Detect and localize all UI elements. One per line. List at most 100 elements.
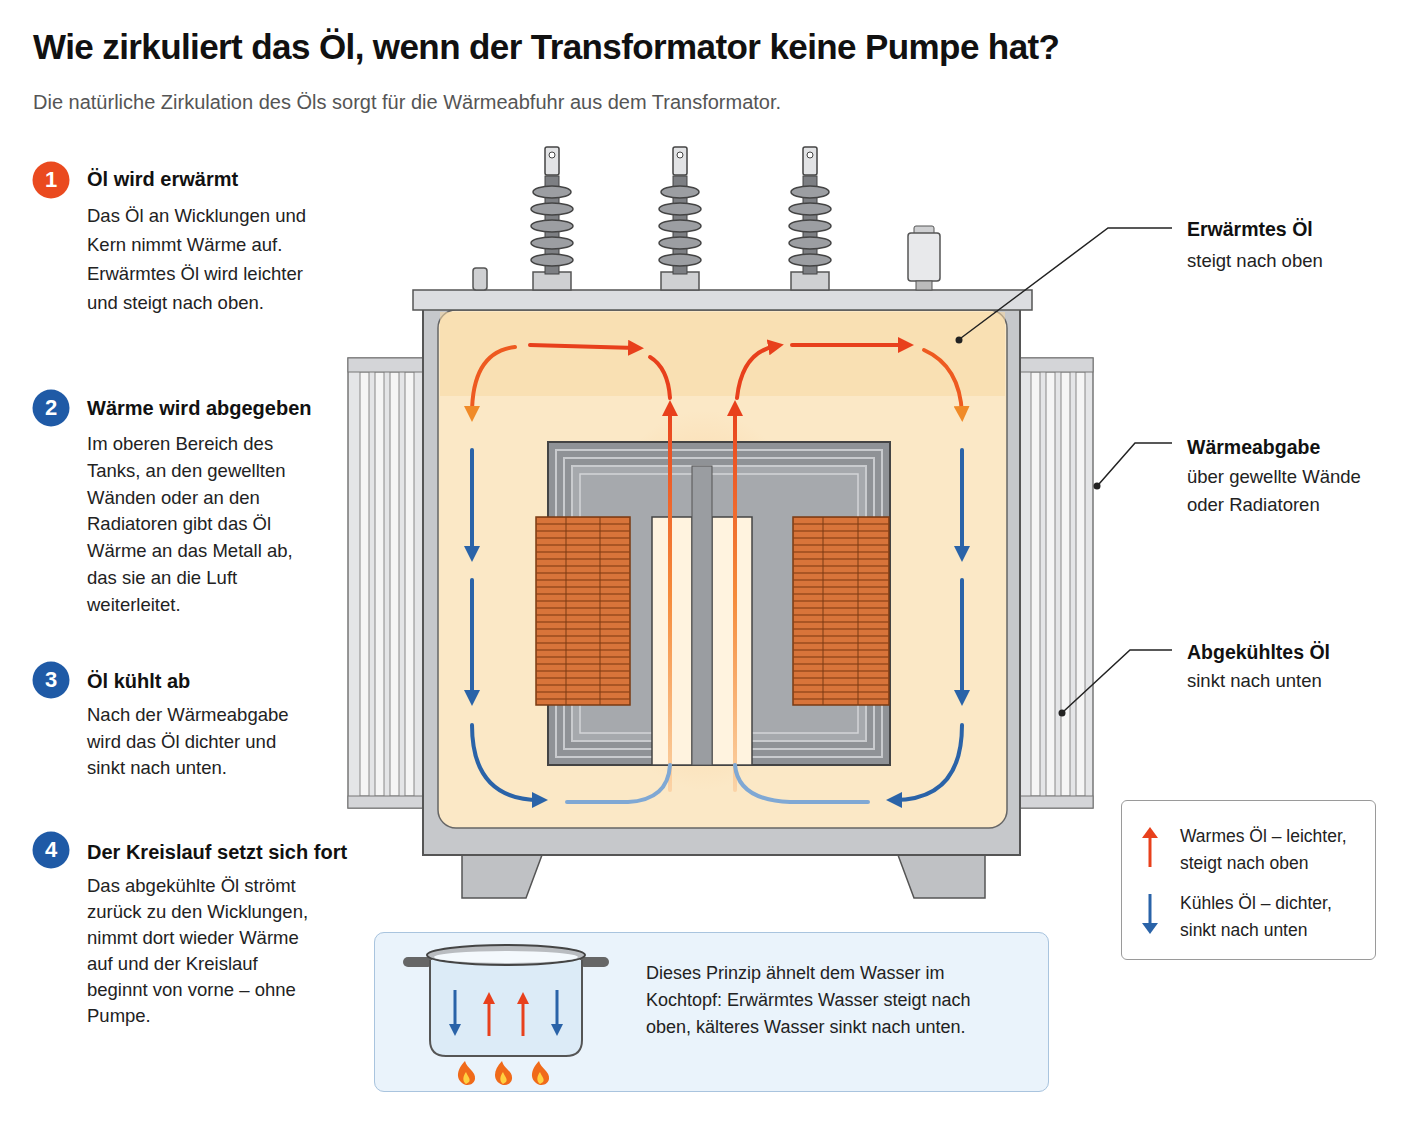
legend-arrow-shaft [1149, 835, 1152, 867]
step-heading: Wärme wird abgegeben [87, 395, 312, 421]
fill-cap [473, 268, 487, 290]
flame-core [500, 1072, 506, 1084]
radiator-right [1020, 358, 1093, 808]
leader-lines [961, 228, 1172, 711]
flame [458, 1061, 475, 1085]
callout-text: steigt nach oben [1187, 248, 1323, 274]
callout-heading: Erwärmtes Öl [1187, 216, 1313, 242]
warm-flow-arrow [472, 347, 515, 414]
cooking-pot [403, 945, 609, 1085]
copper-winding [793, 517, 889, 705]
warm-oil-layer [440, 312, 1005, 396]
cool-flow-arrow [894, 725, 962, 800]
radiator-header [348, 796, 423, 808]
step-heading: Der Kreislauf setzt sich fort [87, 839, 347, 865]
callout-text: sinkt nach unten [1187, 668, 1322, 694]
core-center-leg [692, 466, 712, 765]
step-number: 4 [32, 831, 70, 869]
bushing [789, 147, 831, 290]
flame-core [463, 1072, 469, 1084]
cool-flow-arrow [567, 765, 670, 802]
step-text: Im oberen Bereich des Tanks, an den gewe… [87, 431, 297, 619]
pot-handle [579, 957, 609, 967]
legend-arrow-head [1142, 923, 1158, 934]
pot-body [430, 960, 582, 1056]
pot-handle [403, 957, 433, 967]
cool-flow-arrow [472, 725, 540, 800]
cool-flow-arrow [735, 765, 868, 802]
bushing [659, 147, 701, 290]
legend-row: Warmes Öl – leichter, steigt nach oben [1122, 823, 1372, 877]
pot-warm-arrow [522, 998, 525, 1036]
winding-divider [823, 517, 858, 705]
circle-shape [33, 832, 70, 869]
leader-line [1064, 650, 1172, 711]
breather-base [916, 281, 932, 290]
radiator-left [348, 358, 423, 808]
number-text: 4 [32, 831, 70, 869]
warm-flow-arrow [668, 408, 672, 790]
radiator-fin [1076, 372, 1085, 796]
flow-arrows [472, 345, 962, 802]
number-text: 1 [32, 161, 70, 199]
callout-heading: Abgekühltes Öl [1187, 639, 1330, 665]
breather [908, 233, 940, 281]
number-text: 2 [32, 389, 70, 427]
legend-row: Kühles Öl – dichter, sinkt nach unten [1122, 890, 1372, 944]
step-number: 2 [32, 389, 70, 427]
radiator-fin [1031, 372, 1040, 796]
radiator-fin [405, 372, 414, 796]
flame-core [537, 1072, 543, 1084]
tank-lid [413, 290, 1032, 310]
legend-arrow-head [1142, 827, 1158, 838]
step-heading: Öl wird erwärmt [87, 166, 238, 192]
legend-text: Kühles Öl – dichter, sinkt nach unten [1180, 890, 1365, 944]
analogy-box: Dieses Prinzip ähnelt dem Wasser im Koch… [374, 932, 1049, 1092]
radiator-header [1020, 796, 1093, 808]
tank-body [423, 305, 1020, 855]
box-text-wrap: Dieses Prinzip ähnelt dem Wasser im Koch… [646, 933, 991, 1041]
callout-heading: Wärmeabgabe [1187, 434, 1320, 460]
radiator-fin [1046, 372, 1055, 796]
radiator-frame [348, 358, 423, 808]
radiator-fin [390, 372, 399, 796]
cool-flow-arrow [470, 450, 474, 554]
box-text: Dieses Prinzip ähnelt dem Wasser im Koch… [646, 960, 991, 1041]
legend-arrow [1140, 892, 1160, 936]
radiator-fin [360, 372, 369, 796]
page-title: Wie zirkuliert das Öl, wenn der Transfor… [33, 27, 1059, 67]
pot-cool-arrow [556, 990, 559, 1030]
radiator-fin [375, 372, 384, 796]
warm-flow-arrow [792, 343, 906, 347]
number-text: 3 [32, 661, 70, 699]
legend-box: Warmes Öl – leichter, steigt nach obenKü… [1121, 800, 1376, 960]
step-number: 1 [32, 161, 70, 199]
flame [532, 1061, 549, 1085]
radiator-fin [1061, 372, 1070, 796]
circle-shape [33, 662, 70, 699]
legend-arrow [1140, 825, 1160, 869]
leader-dot [956, 337, 963, 344]
legend-arrow-shaft [1149, 894, 1152, 926]
leader-line [961, 228, 1172, 338]
leader-dot [1094, 483, 1101, 490]
copper-winding [536, 517, 630, 705]
step-text: Das abgekühlte Öl strömt zurück zu den W… [87, 873, 315, 1029]
step-text: Das Öl an Wicklungen und Kern nimmt Wärm… [87, 201, 309, 317]
callout-text: über gewellte Wände oder Radiatoren [1187, 463, 1387, 519]
cool-flow-arrow [960, 580, 964, 698]
winding-turns [536, 517, 630, 705]
circle-shape [33, 162, 70, 199]
cool-flow-arrow [470, 580, 474, 698]
page-subtitle: Die natürliche Zirkulation des Öls sorgt… [33, 91, 781, 114]
legend-text: Warmes Öl – leichter, steigt nach oben [1180, 823, 1365, 877]
warm-flow-arrow [737, 346, 776, 398]
step-number: 3 [32, 661, 70, 699]
pot-rim [427, 945, 585, 965]
pot-warm-arrow [488, 998, 491, 1036]
pot-cool-arrow [454, 990, 457, 1030]
winding-right [793, 517, 889, 705]
warm-flow-arrow [650, 357, 670, 398]
winding-divider [566, 517, 600, 705]
